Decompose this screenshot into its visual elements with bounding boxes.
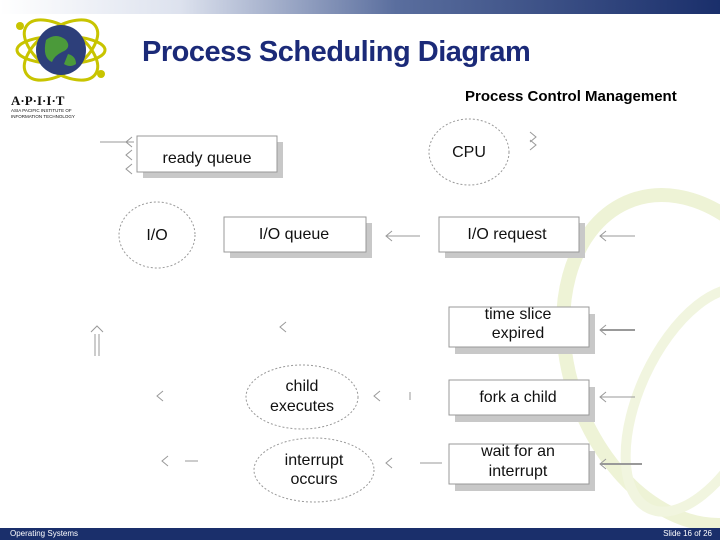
fork-label: fork a child xyxy=(479,389,556,406)
header-gradient-bar xyxy=(0,0,720,14)
io-request-to-queue-arrow xyxy=(385,230,420,242)
interrupt-occurs-circle: interrupt occurs xyxy=(253,437,375,503)
time-slice-box: time slice expired xyxy=(448,306,595,354)
child-line1: child xyxy=(286,378,319,395)
wait-in-arrow xyxy=(599,458,642,470)
interrupt-out-arrow xyxy=(161,455,198,467)
chevron-left-icon xyxy=(279,321,287,333)
io-circle: I/O xyxy=(118,201,196,269)
time-slice-in-arrow xyxy=(599,324,635,336)
wait-line1: wait for an xyxy=(480,443,555,460)
slide-subtitle: Process Control Management xyxy=(465,88,677,105)
io-queue-box: I/O queue xyxy=(223,216,372,258)
cpu-circle: CPU xyxy=(428,118,510,186)
child-out-arrow xyxy=(156,390,164,402)
io-request-label: I/O request xyxy=(467,226,547,243)
fork-child-box: fork a child xyxy=(448,379,595,422)
interrupt-line2: occurs xyxy=(290,471,337,488)
time-slice-line2: expired xyxy=(492,325,544,342)
slide-title: Process Scheduling Diagram xyxy=(142,36,531,68)
io-request-in-arrow xyxy=(599,230,635,242)
cpu-label: CPU xyxy=(452,144,486,161)
time-slice-line1: time slice xyxy=(485,306,552,323)
wait-line2: interrupt xyxy=(489,463,548,480)
footer-course: Operating Systems xyxy=(10,529,79,538)
logo-wordmark: A·P·I·I·T xyxy=(11,93,65,108)
footer-bar: Operating Systems Slide 16 of 26 xyxy=(0,528,720,540)
logo-subtext-1: ASIA PACIFIC INSTITUTE OF xyxy=(11,108,72,113)
ready-queue-label: ready queue xyxy=(163,150,252,167)
footer-slide-number: Slide 16 of 26 xyxy=(663,529,712,538)
ready-queue-box: ready queue xyxy=(136,135,283,178)
io-queue-label: I/O queue xyxy=(259,226,329,243)
fork-in-arrow xyxy=(599,391,635,403)
return-up-arrow xyxy=(90,325,104,356)
io-request-box: I/O request xyxy=(438,216,585,258)
io-label: I/O xyxy=(146,227,167,244)
ready-queue-arrows xyxy=(100,136,134,175)
apiit-logo: A·P·I·I·T ASIA PACIFIC INSTITUTE OF INFO… xyxy=(6,2,116,120)
child-executes-circle: child executes xyxy=(245,364,359,430)
cpu-out-arrow xyxy=(529,131,537,151)
interrupt-line1: interrupt xyxy=(285,452,344,469)
wait-to-interrupt-arrow xyxy=(385,457,442,469)
fork-to-child-arrow xyxy=(373,390,411,402)
wait-interrupt-box: wait for an interrupt xyxy=(448,443,595,491)
child-line2: executes xyxy=(270,398,334,415)
logo-subtext-2: INFORMATION TECHNOLOGY xyxy=(11,114,75,119)
